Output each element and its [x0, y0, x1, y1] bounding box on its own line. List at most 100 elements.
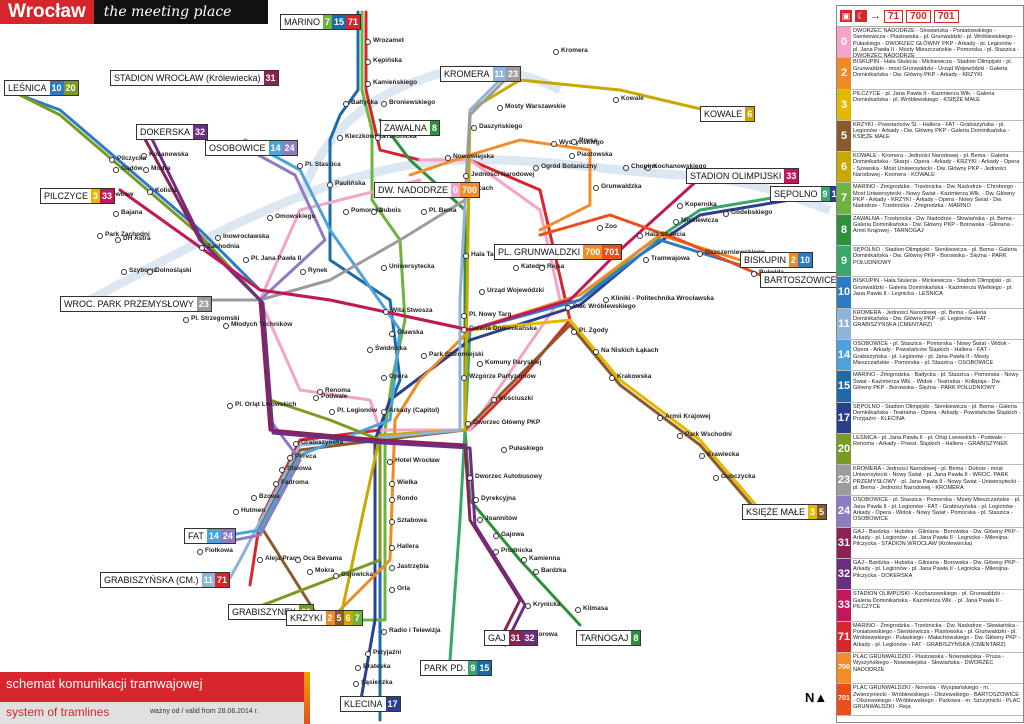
stop-marker — [389, 331, 395, 337]
legend-line-number: 71 — [837, 621, 851, 652]
stop-marker — [97, 233, 103, 239]
terminal-line-badge: 3 — [808, 505, 818, 519]
stop-label: Ogród Botaniczny — [541, 163, 597, 170]
stop-marker — [565, 305, 571, 311]
terminal-line-badge: 7 — [323, 15, 333, 29]
legend-route-text: KROMERA - Jedności Narodowej - pl. Bema … — [853, 309, 990, 329]
stop-marker — [479, 289, 485, 295]
stop-marker — [637, 233, 643, 239]
terminal-name: KOWALE — [704, 109, 743, 119]
terminal-line-badge: 11 — [201, 573, 216, 587]
stop-marker — [273, 481, 279, 487]
stop-marker — [551, 141, 557, 147]
stop-label: Park Staromiejski — [429, 351, 484, 358]
terminal-name: SĘPOLNO — [774, 189, 818, 199]
stop-label: Oławska — [397, 329, 424, 336]
stop-label: Prusa — [579, 137, 598, 144]
stop-marker — [461, 375, 467, 381]
stop-label: Rynek — [308, 267, 328, 274]
stop-marker — [387, 459, 393, 465]
legend-route-text: GAJ - Bardzka - Hubska - Gliniana - Boro… — [853, 560, 1019, 579]
terminal-line-badge: 5 — [334, 611, 344, 625]
terminal-line-badge: 700 — [460, 183, 480, 197]
terminal-line-badge: 20 — [63, 81, 78, 95]
legend-route-text: KRZYKI - Powstańców Śl. - Hallera - FAT … — [853, 121, 1010, 141]
terminal-line-badge: 2 — [789, 253, 799, 267]
stop-label: Kamieńskiego — [373, 79, 418, 86]
stop-marker — [143, 167, 149, 173]
stop-marker — [643, 257, 649, 263]
stop-label: Szybowa — [129, 267, 157, 274]
stop-label: Kolista — [155, 187, 177, 194]
terminal-line-badge: 10 — [49, 81, 64, 95]
stop-marker — [227, 403, 233, 409]
legend-route-text: MARINO - Żmigrodzka - Trzebnicka - Dw. N… — [853, 622, 1021, 648]
stop-label: Zachodnia — [207, 243, 240, 250]
stop-label: Sztabowa — [397, 517, 427, 524]
footer-title-en: system of tramlines — [6, 705, 110, 719]
stop-marker — [389, 519, 395, 525]
footer-grey-band — [0, 702, 304, 724]
terminal-line-badge: 24 — [282, 141, 297, 155]
stop-label: Kościuszki — [499, 395, 533, 402]
stop-label: Hala Targowa — [471, 251, 513, 258]
stop-marker — [609, 375, 615, 381]
stop-marker — [365, 59, 371, 65]
stop-marker — [313, 395, 319, 401]
stop-marker — [421, 353, 427, 359]
stop-marker — [353, 681, 359, 687]
stop-marker — [445, 155, 451, 161]
terminal-label: SĘPOLNO917 — [770, 186, 845, 202]
legend-route-text: PLAC GRUNWALDZKI - Norwida - Wyspiańskie… — [853, 685, 1021, 711]
stop-marker — [355, 665, 361, 671]
stop-label: Aleja Pracy — [265, 555, 301, 562]
stop-label: Renoma — [325, 387, 351, 394]
stop-label: Park Zachodni — [105, 231, 150, 238]
stop-label: Dubois — [379, 207, 402, 214]
stop-label: Kamienna — [529, 555, 561, 562]
terminal-name: GRABISZYNEK — [232, 607, 297, 617]
stop-marker — [465, 421, 471, 427]
stop-marker — [593, 349, 599, 355]
stop-marker — [381, 101, 387, 107]
stop-marker — [343, 209, 349, 215]
special-line-701: 701 — [933, 9, 959, 23]
stop-marker — [327, 182, 333, 188]
stop-label: Gubczycka — [721, 473, 756, 480]
stop-label: Trzebnicka — [383, 133, 417, 140]
legend-route-text: STADION OLIMPIJSKI - Kochanowskiego - pl… — [853, 591, 1004, 610]
stop-marker — [279, 467, 285, 473]
stop-marker — [461, 327, 467, 333]
terminal-label: STADION WROCŁAW (Królewiecka)31 — [110, 70, 279, 86]
legend-route-text: KOWALE - Kromera - Jedności Narodowej - … — [853, 153, 1020, 179]
stop-label: Opera — [389, 373, 408, 380]
stop-marker — [121, 269, 127, 275]
stop-marker — [497, 105, 503, 111]
stop-marker — [389, 481, 395, 487]
terminal-line-badge: 15 — [477, 661, 492, 675]
stop-marker — [751, 271, 757, 277]
stop-marker — [501, 447, 507, 453]
footer-title-pl: schemat komunikacji tramwajowej — [6, 676, 203, 691]
stop-marker — [381, 265, 387, 271]
legend-line-number: 23 — [837, 465, 851, 496]
terminal-name: ZAWALNA — [384, 123, 427, 133]
stop-marker — [677, 203, 683, 209]
legend-route-text: ZAWALNA - Trzebnicka - Dw. Nadodrze - Sł… — [853, 215, 1016, 235]
